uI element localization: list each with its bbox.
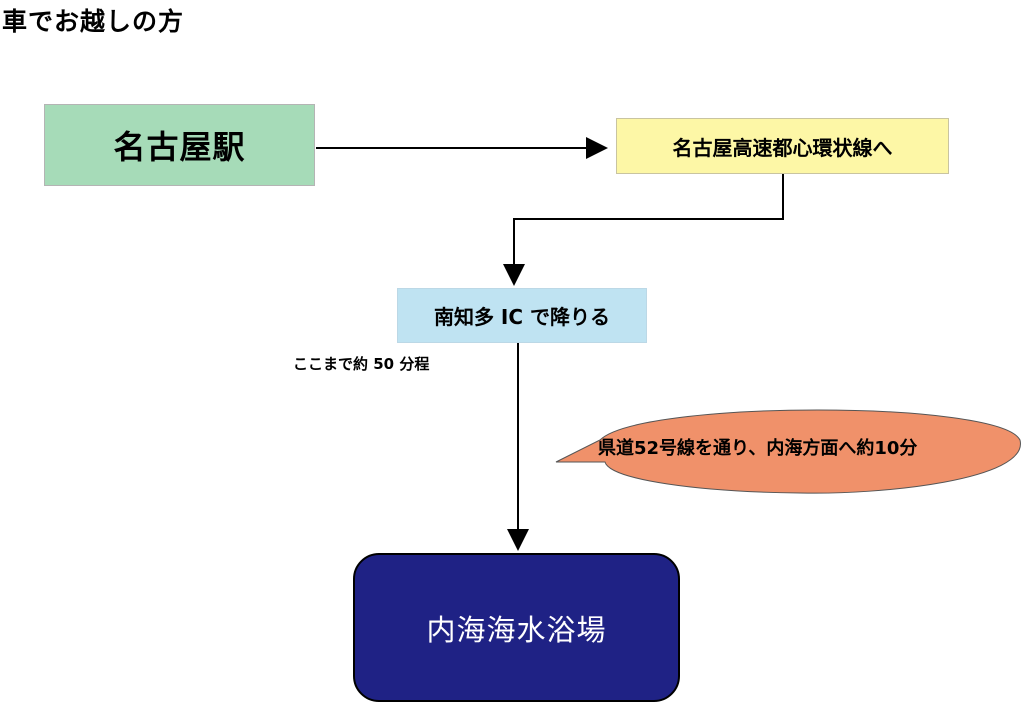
connector-exit-to-destination <box>507 343 529 551</box>
page-title: 車でお越しの方 <box>2 7 185 36</box>
node-exit-ic: 南知多 IC で降りる <box>397 288 647 343</box>
connector-start-to-expressway <box>316 137 608 159</box>
node-destination-beach: 内海海水浴場 <box>353 553 680 702</box>
speech-bubble-shape <box>555 409 1021 494</box>
node-nagoya-station: 名古屋駅 <box>44 104 315 186</box>
travel-time-note: ここまで約 50 分程 <box>293 355 430 373</box>
route-hint-text: 県道52号線を通り、内海方面へ約10分 <box>598 438 918 459</box>
connector-expressway-to-exit <box>503 174 784 286</box>
node-expressway: 名古屋高速都心環状線へ <box>616 118 949 174</box>
speech-bubble <box>555 409 1021 494</box>
